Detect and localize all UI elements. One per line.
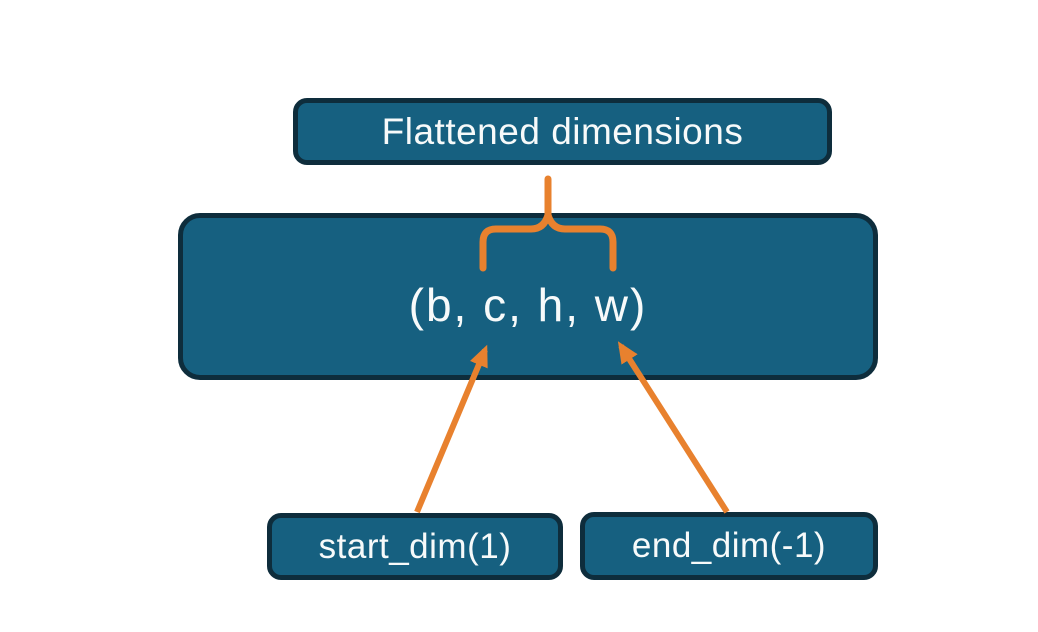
node-flattened-dimensions: Flattened dimensions	[293, 98, 832, 165]
node-start-dim: start_dim(1)	[267, 513, 563, 580]
node-tuple-bchw-label: (b, c, h, w)	[408, 278, 648, 331]
node-flattened-dimensions-label: Flattened dimensions	[381, 110, 744, 152]
node-end-dim: end_dim(-1)	[580, 512, 878, 580]
node-tuple-bchw: (b, c, h, w)	[178, 213, 878, 380]
node-start-dim-label: start_dim(1)	[318, 526, 512, 566]
node-end-dim-label: end_dim(-1)	[631, 526, 827, 565]
